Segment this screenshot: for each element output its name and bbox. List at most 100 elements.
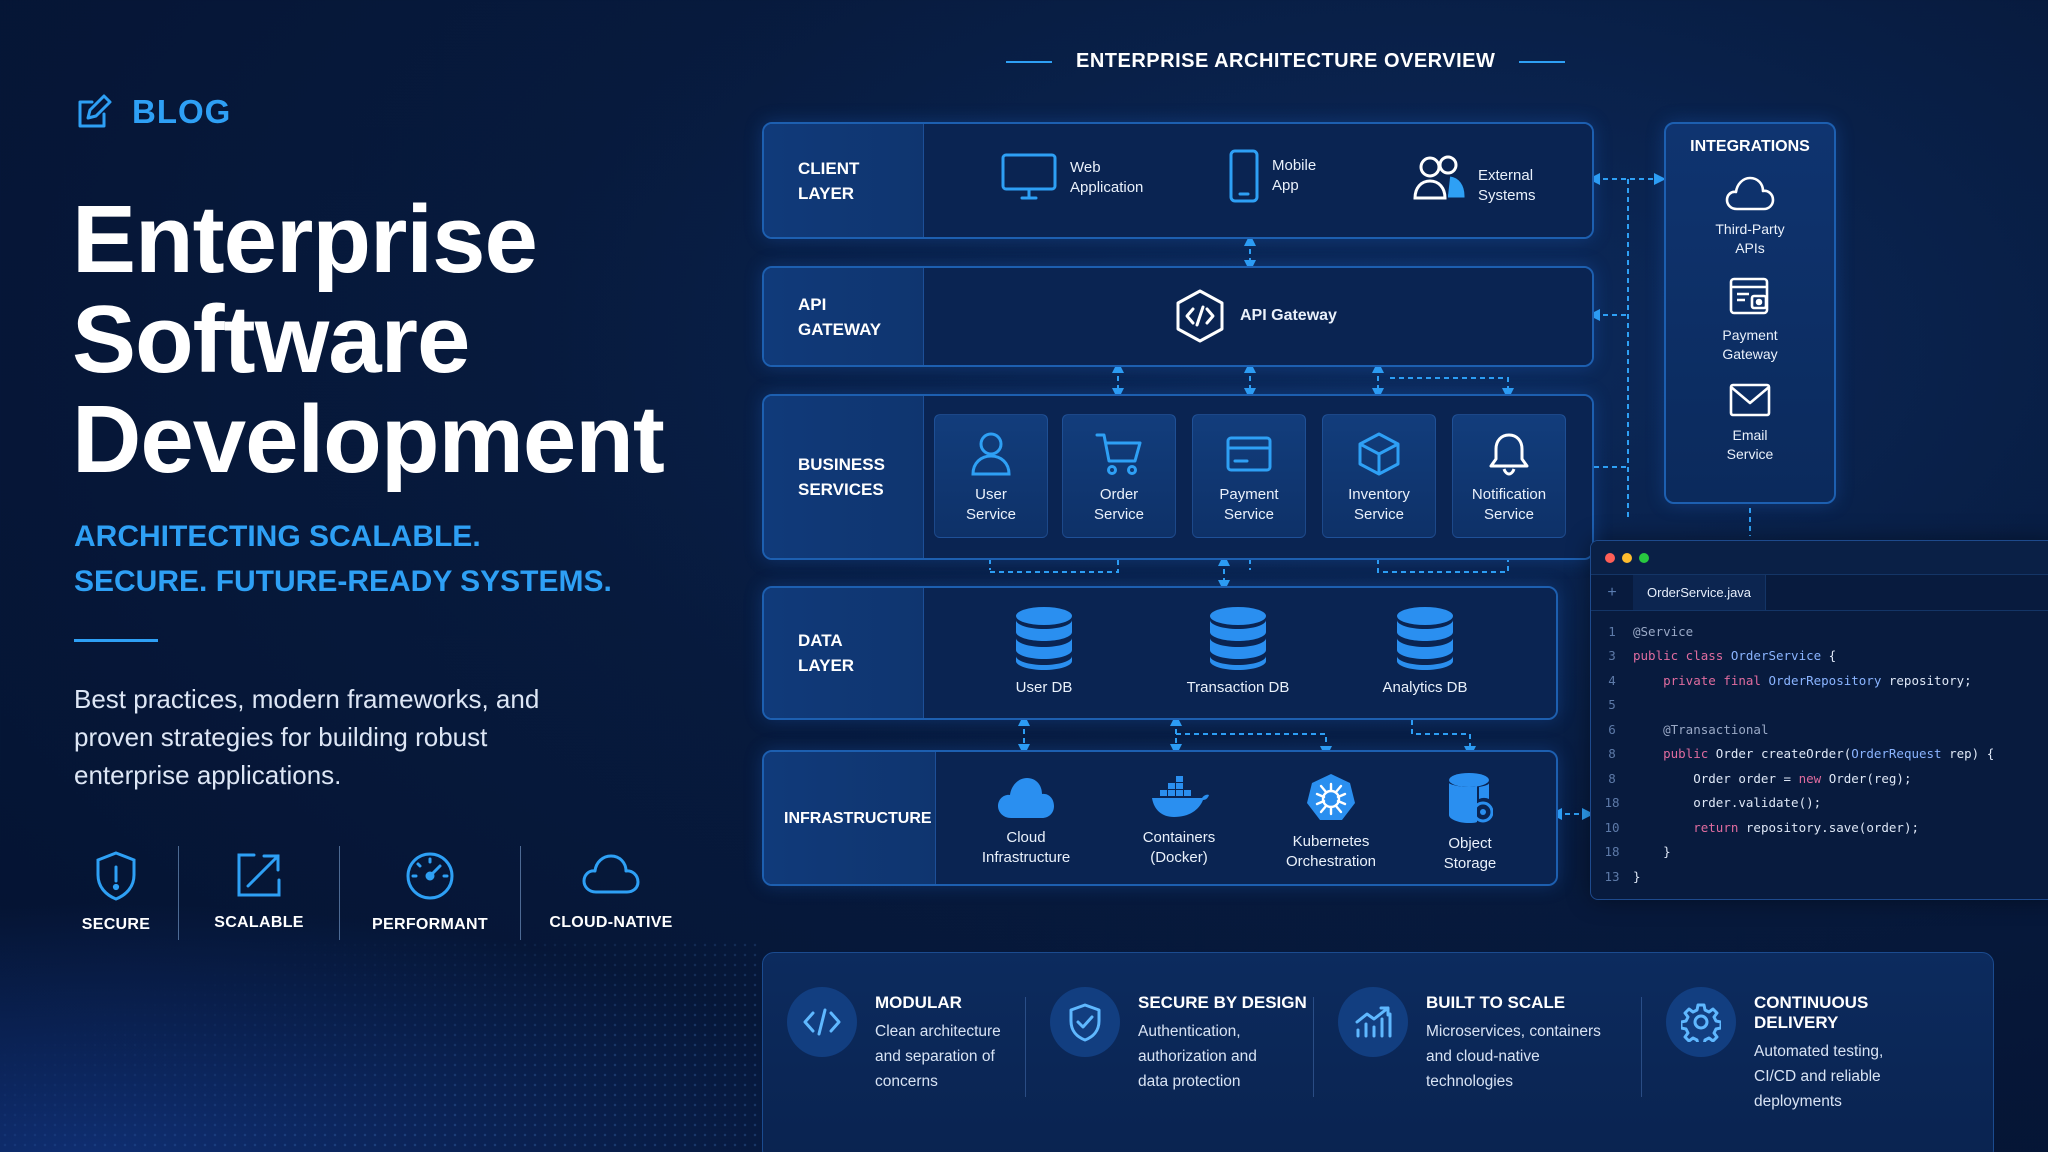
cart-icon <box>1095 431 1143 477</box>
integration-label: Third-Party APIs <box>1715 221 1785 256</box>
containers-node[interactable]: Containers (Docker) <box>1114 774 1244 868</box>
code-text: @Transactional <box>1633 722 1768 737</box>
payment-service-card[interactable]: Payment Service <box>1192 414 1306 538</box>
external-systems-node[interactable]: External Systems <box>1412 152 1536 206</box>
email-service-item[interactable]: Email Service <box>1666 382 1834 464</box>
code-line: 1@Service <box>1591 619 2048 644</box>
code-text: order.validate(); <box>1633 795 1821 810</box>
layer-body: Web Application Mobile App External Syst… <box>924 124 1592 237</box>
diagram-title: ENTERPRISE ARCHITECTURE OVERVIEW <box>1006 50 1566 73</box>
user-db-node[interactable]: User DB <box>984 606 1104 698</box>
service-label: Inventory Service <box>1348 486 1410 523</box>
code-token: private final <box>1663 672 1769 688</box>
node-label: Mobile App <box>1272 157 1317 194</box>
feature-label: CLOUD-NATIVE <box>549 914 673 931</box>
accent-divider <box>74 639 158 642</box>
background-dot-pattern <box>0 940 760 1152</box>
close-dot[interactable] <box>1605 552 1615 563</box>
editor-tab-row: + OrderService.java <box>1591 575 2048 611</box>
web-application-node[interactable]: Web Application <box>1000 152 1143 204</box>
add-tab-icon[interactable]: + <box>1607 583 1617 601</box>
layer-body: Cloud Infrastructure Containers (Docker)… <box>936 752 1556 884</box>
subtitle-line: SECURE. FUTURE-READY SYSTEMS. <box>74 565 612 598</box>
kubernetes-node[interactable]: Kubernetes Orchestration <box>1256 772 1406 872</box>
code-line: 10 return repository.save(order); <box>1591 815 2048 840</box>
title-line: Software <box>72 286 470 393</box>
code-token: repository; <box>1881 672 1972 688</box>
code-token: Order createOrder( <box>1715 746 1852 762</box>
service-label: Notification Service <box>1471 486 1547 523</box>
node-label: API Gateway <box>1240 307 1337 324</box>
code-text: Order order = new Order(reg); <box>1633 771 1911 786</box>
notification-service-card[interactable]: Notification Service <box>1452 414 1566 538</box>
api-gateway-node[interactable]: API Gateway <box>1172 288 1337 344</box>
feature-row: SECURE SCALABLE PERFORMANT CLOUD-NATIVE <box>54 846 701 946</box>
layer-body: API Gateway <box>924 268 1592 365</box>
object-storage-node[interactable]: Object Storage <box>1420 772 1520 874</box>
scale-arrow-icon <box>234 850 284 900</box>
code-token <box>1633 673 1663 688</box>
subtitle: ARCHITECTING SCALABLE. SECURE. FUTURE-RE… <box>74 514 612 604</box>
principle-title: BUILT TO SCALE <box>1426 993 1566 1012</box>
code-line: 8 public Order createOrder(OrderRequest … <box>1591 742 2048 767</box>
line-number: 3 <box>1608 648 1616 664</box>
cloud-infrastructure-node[interactable]: Cloud Infrastructure <box>956 774 1096 868</box>
line-number: 18 <box>1604 795 1620 811</box>
layer-name-text: CLIENT LAYER <box>798 158 860 203</box>
payment-gateway-item[interactable]: Payment Gateway <box>1666 276 1834 364</box>
code-token: order.validate(); <box>1633 795 1822 811</box>
title-rule <box>1519 60 1566 63</box>
line-number: 13 <box>1604 868 1620 884</box>
analytics-db-node[interactable]: Analytics DB <box>1350 606 1500 698</box>
code-text: return repository.save(order); <box>1633 820 1919 835</box>
box-icon <box>1356 431 1402 477</box>
title-line: Enterprise <box>72 186 538 293</box>
principle-text: Microservices, containers and cloud-nati… <box>1426 1023 1601 1090</box>
code-token: new <box>1798 770 1829 786</box>
code-token: { <box>1821 648 1837 664</box>
order-service-card[interactable]: Order Service <box>1062 414 1176 538</box>
integration-label: Email Service <box>1726 427 1774 462</box>
maximize-dot[interactable] <box>1639 552 1649 563</box>
inventory-service-card[interactable]: Inventory Service <box>1322 414 1436 538</box>
third-party-apis-item[interactable]: Third-Party APIs <box>1666 174 1834 258</box>
code-token: OrderRepository <box>1768 672 1882 688</box>
code-token: return <box>1693 819 1746 835</box>
db-label: Transaction DB <box>1186 679 1290 696</box>
edit-icon <box>74 92 114 132</box>
transaction-db-node[interactable]: Transaction DB <box>1158 606 1318 698</box>
line-number: 5 <box>1608 697 1616 713</box>
shield-check-icon <box>1050 987 1120 1057</box>
shield-icon <box>93 850 139 902</box>
file-tab[interactable]: OrderService.java <box>1633 575 1767 610</box>
code-token: } <box>1633 844 1671 860</box>
principle-divider <box>1641 997 1642 1097</box>
minimize-dot[interactable] <box>1622 552 1632 563</box>
layer-name: BUSINESS SERVICES <box>764 396 924 558</box>
business-services-layer: BUSINESS SERVICES User Service Order Ser… <box>762 394 1594 560</box>
cloud-solid-icon <box>995 774 1057 820</box>
integrations-title: INTEGRATIONS <box>1690 138 1810 155</box>
user-service-card[interactable]: User Service <box>934 414 1048 538</box>
principle-text: Authentication, authorization and data p… <box>1138 1023 1257 1090</box>
layer-name-text: INFRASTRUCTURE <box>784 809 932 827</box>
line-number: 10 <box>1604 819 1620 835</box>
infra-label: Cloud Infrastructure <box>981 829 1071 866</box>
client-layer: CLIENT LAYER Web Application Mobile App … <box>762 122 1594 239</box>
principle-continuous-delivery: CONTINUOUS DELIVERY Automated testing, C… <box>1642 987 1942 1152</box>
line-number: 1 <box>1608 623 1616 639</box>
layer-name-text: BUSINESS SERVICES <box>798 455 885 499</box>
cloud-icon <box>580 850 642 900</box>
blog-tag[interactable]: BLOG <box>74 92 231 132</box>
code-line: 18 order.validate(); <box>1591 791 2048 816</box>
mail-icon <box>1728 382 1772 418</box>
lead-paragraph: Best practices, modern frameworks, and p… <box>74 684 540 790</box>
layer-name-text: API GATEWAY <box>798 294 882 339</box>
layer-body: User Service Order Service Payment Servi… <box>924 396 1592 558</box>
mobile-app-node[interactable]: Mobile App <box>1228 148 1316 204</box>
api-gateway-layer: API GATEWAY API Gateway <box>762 266 1594 367</box>
principle-title: CONTINUOUS DELIVERY <box>1754 993 1869 1032</box>
code-line: 8 Order order = new Order(reg); <box>1591 766 2048 791</box>
